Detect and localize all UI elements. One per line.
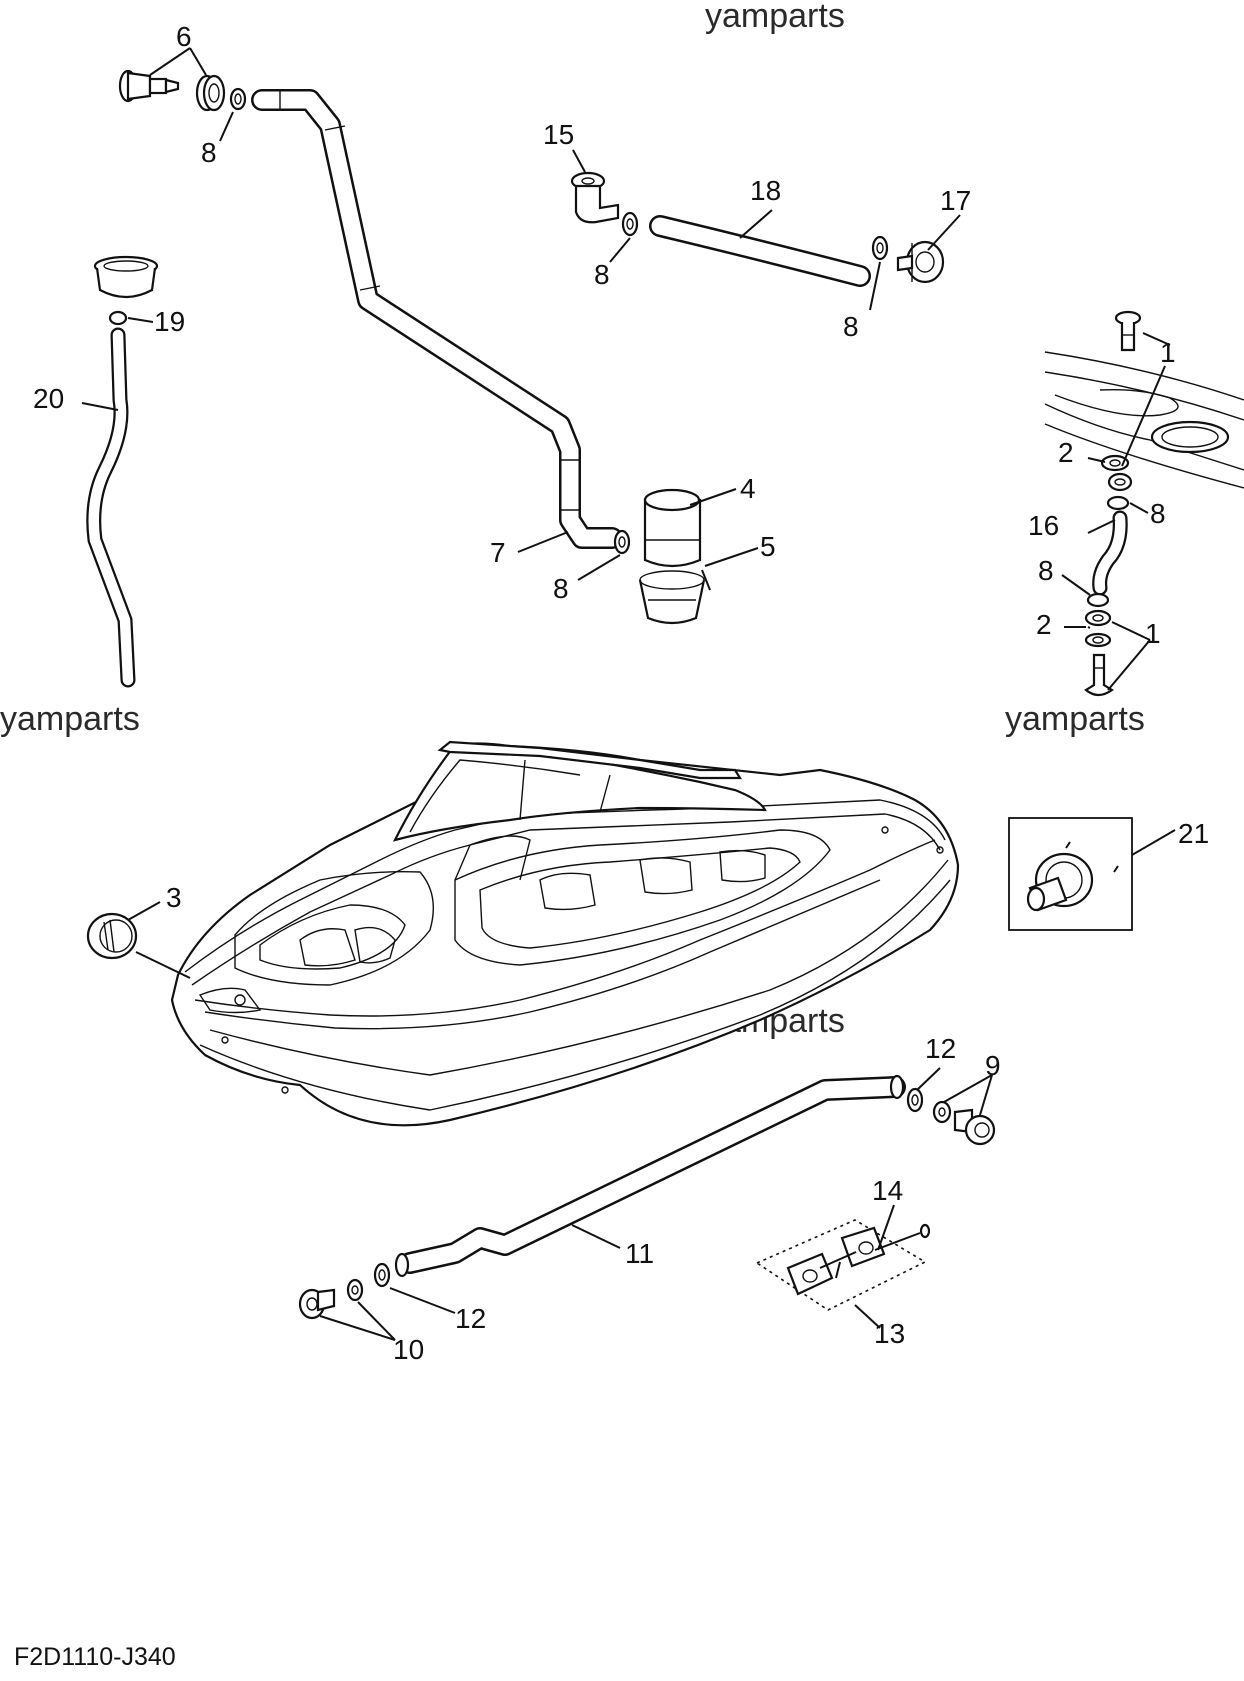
callout-2b: 2 [1036, 609, 1052, 640]
watermark-top: yamparts [705, 0, 845, 35]
callout-19: 19 [154, 306, 185, 337]
part-2-washer-upper [1100, 454, 1130, 472]
callout-5: 5 [760, 531, 776, 562]
part-7-hose [251, 89, 623, 549]
callout-8c: 8 [594, 259, 610, 290]
watermark-right: yamparts [1005, 700, 1145, 738]
part-21-inset-box [1008, 817, 1133, 931]
part-11-drain-tube [394, 1074, 906, 1278]
part-15-vent-elbow [570, 171, 620, 224]
callout-2a: 2 [1058, 437, 1074, 468]
deck-section-detail [1044, 351, 1244, 489]
part-16-short-hose [1092, 510, 1128, 596]
callout-12a: 12 [925, 1033, 956, 1064]
part-12-clamp-right [906, 1087, 924, 1113]
part-2-washer-lower [1084, 632, 1112, 648]
part-5-bracket [638, 569, 711, 625]
part-19-cup-holder [93, 255, 159, 326]
part-12-clamp-left [373, 1262, 391, 1288]
part-2-washer-upper-b [1107, 472, 1133, 492]
watermark-left: yamparts [0, 700, 140, 738]
diagram-code: F2D1110-J340 [14, 1643, 176, 1671]
part-14-screw [874, 1223, 931, 1251]
callout-6: 6 [176, 21, 192, 52]
part-9-drain-fitting [932, 1100, 996, 1146]
part-8-clamp-e [1106, 495, 1130, 511]
part-8-clamp-c [621, 211, 639, 237]
callout-8f: 8 [1038, 555, 1054, 586]
part-17-vent-fitting [896, 240, 945, 284]
part-13-drain-valve [755, 1219, 927, 1311]
part-6-nut [195, 74, 226, 112]
callout-8b: 8 [553, 573, 569, 604]
callout-3: 3 [166, 882, 182, 913]
part-1-deck-fitting-lower [1084, 609, 1112, 627]
callout-17: 17 [940, 185, 971, 216]
part-1-deck-fitting-upper [1114, 310, 1142, 352]
part-1-deck-fitting-base [1084, 653, 1114, 697]
callout-13: 13 [874, 1318, 905, 1349]
part-6-hose-fitting [118, 69, 180, 103]
callout-4: 4 [740, 473, 756, 504]
part-3-deck-plug [86, 912, 138, 960]
boat-hull [170, 740, 960, 1127]
callout-8d: 8 [843, 311, 859, 342]
part-8-clamp-b [613, 529, 631, 555]
callout-11: 11 [625, 1238, 654, 1269]
callout-12b: 12 [455, 1303, 486, 1334]
part-20-drain-hose [86, 327, 136, 688]
callout-21: 21 [1178, 818, 1209, 849]
callout-1a: 1 [1160, 337, 1176, 368]
callout-7: 7 [490, 537, 506, 568]
callout-15: 15 [543, 119, 574, 150]
part-8-clamp-a [229, 87, 247, 111]
part-4-filter [643, 488, 702, 568]
callout-16: 16 [1028, 510, 1059, 541]
part-8-clamp-d [871, 235, 889, 261]
callout-10: 10 [393, 1334, 424, 1365]
part-10-drain-fitting [298, 1278, 364, 1320]
callout-9: 9 [985, 1050, 1001, 1081]
part-18-vent-hose [649, 215, 871, 287]
callout-20: 20 [33, 383, 64, 414]
callout-18: 18 [750, 175, 781, 206]
callout-1b: 1 [1145, 618, 1161, 649]
callout-14: 14 [872, 1175, 903, 1206]
callout-8a: 8 [201, 137, 217, 168]
part-8-clamp-f [1086, 592, 1110, 608]
callout-8e: 8 [1150, 498, 1166, 529]
